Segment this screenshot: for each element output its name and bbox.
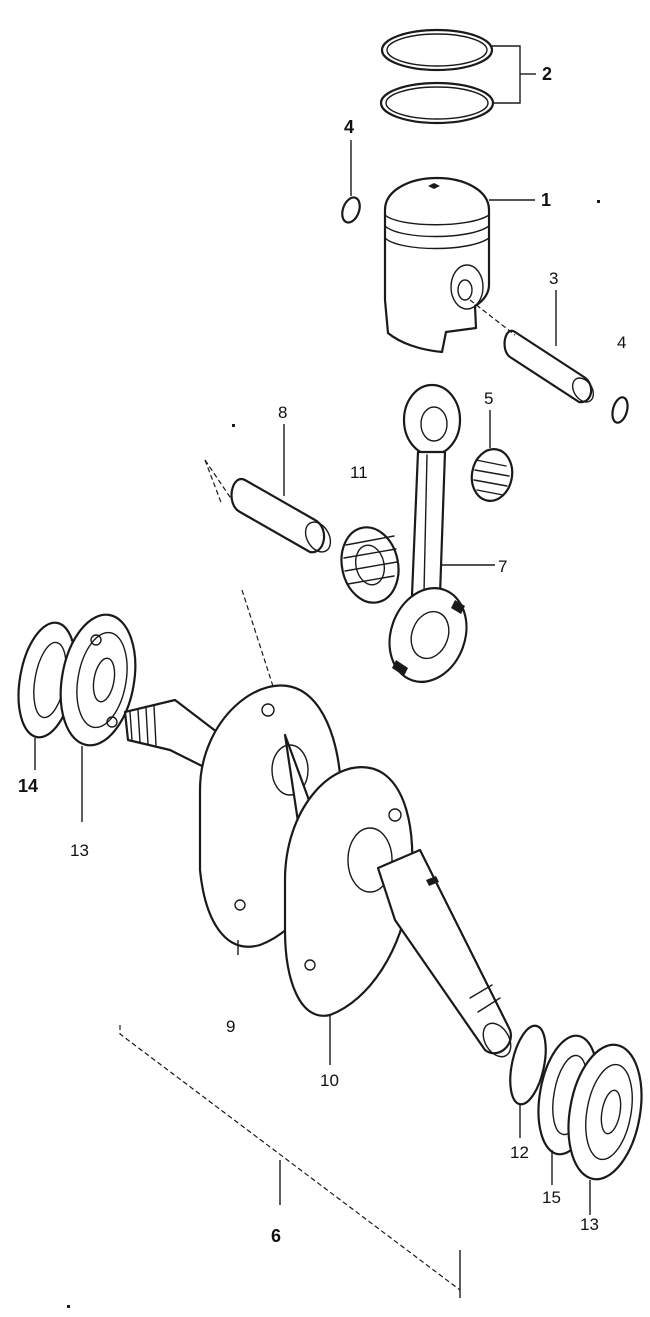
circlip-left: [341, 140, 361, 224]
callout-10: 10: [320, 1071, 339, 1090]
crank-half-right: [283, 766, 512, 1065]
connecting-rod: [388, 383, 495, 683]
piston: [383, 176, 535, 354]
callout-5: 5: [484, 389, 493, 408]
seal-ring: [509, 1024, 547, 1138]
callout-12: 12: [510, 1143, 529, 1162]
callout-4-left: 4: [344, 117, 354, 137]
callout-13-right: 13: [580, 1215, 599, 1234]
callout-14: 14: [18, 776, 38, 796]
stray-mark: [232, 424, 235, 427]
callout-7: 7: [498, 557, 507, 576]
bearing-right-outer: [567, 1043, 643, 1215]
callout-13-left: 13: [70, 841, 89, 860]
crankshaft-assembly-bracket: [119, 1025, 461, 1298]
callout-15: 15: [542, 1188, 561, 1207]
big-end-bearing: [340, 526, 400, 604]
callout-8: 8: [278, 403, 287, 422]
callout-6: 6: [271, 1226, 281, 1246]
callout-11: 11: [350, 463, 368, 482]
callout-2: 2: [542, 64, 552, 84]
callout-4-right: 4: [617, 333, 626, 352]
callout-9: 9: [226, 1017, 235, 1036]
small-end-bearing: [470, 410, 514, 502]
piston-pin: [469, 290, 595, 404]
bearing-left-inner: [59, 613, 137, 822]
piston-rings: [379, 28, 536, 125]
stray-mark: [67, 1305, 70, 1308]
stray-mark: [597, 200, 600, 203]
callout-1: 1: [541, 190, 551, 210]
callout-3: 3: [549, 269, 558, 288]
crank-pin: [204, 424, 332, 554]
circlip-right: [611, 396, 629, 424]
